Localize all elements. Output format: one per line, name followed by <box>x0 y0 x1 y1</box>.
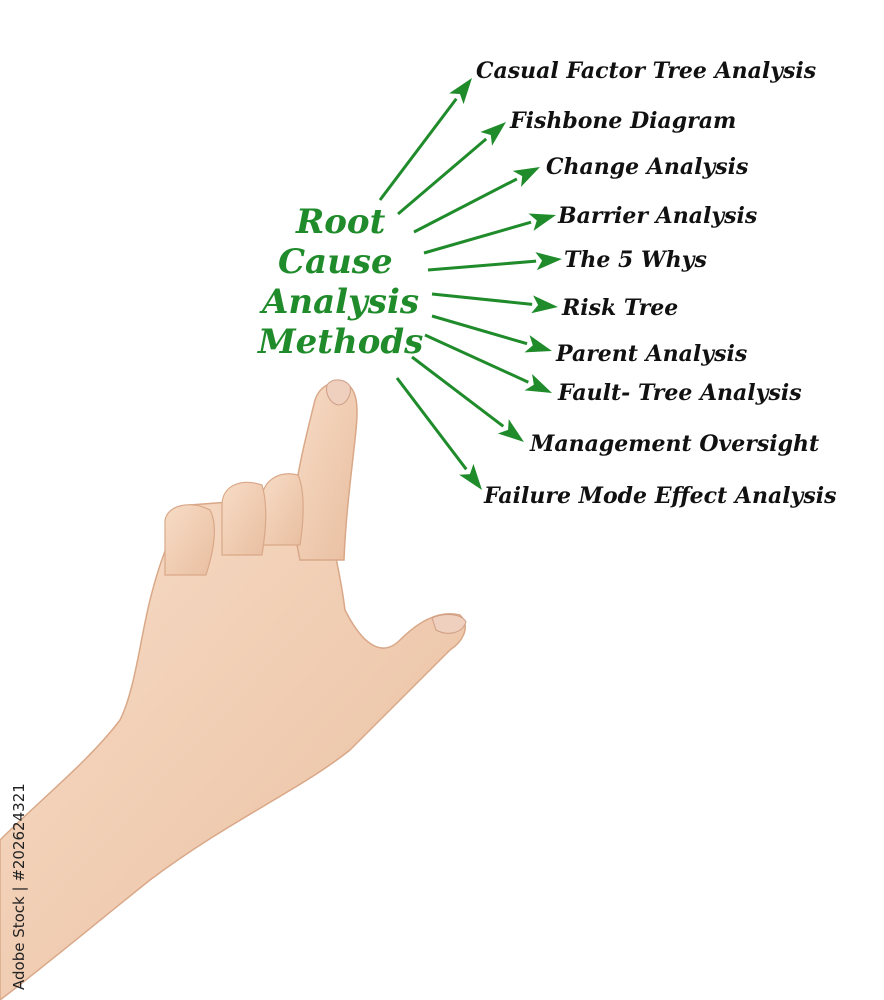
method-label-barrier-analysis: Barrier Analysis <box>558 203 758 229</box>
arrow-management-oversight <box>411 355 524 442</box>
arrow-failure-mode-effect-analysis <box>395 377 482 490</box>
method-label-risk-tree: Risk Tree <box>562 295 679 321</box>
arrow-barrier-analysis <box>423 213 556 255</box>
arrow-five-whys <box>427 252 562 272</box>
hand-palm-shape <box>0 494 466 1000</box>
method-label-failure-mode-effect-analysis: Failure Mode Effect Analysis <box>484 483 837 509</box>
method-label-casual-factor-tree: Casual Factor Tree Analysis <box>476 58 817 84</box>
method-label-fishbone-diagram: Fishbone Diagram <box>510 108 737 134</box>
arrow-change-analysis <box>413 167 540 234</box>
method-label-fault-tree-analysis: Fault- Tree Analysis <box>558 380 802 406</box>
diagram-title-line-2: Cause <box>278 242 393 282</box>
method-label-management-oversight: Management Oversight <box>530 431 820 457</box>
method-label-five-whys: The 5 Whys <box>564 247 707 273</box>
arrow-parent-analysis <box>431 314 552 353</box>
fingernail-shape <box>326 379 351 406</box>
arrow-casual-factor-tree <box>378 78 472 201</box>
method-label-change-analysis: Change Analysis <box>546 154 749 180</box>
diagram-title-line-1: Root <box>296 202 386 242</box>
arrow-fishbone-diagram <box>397 122 506 216</box>
arrow-risk-tree <box>431 292 558 314</box>
arrow-fault-tree-analysis <box>424 333 552 393</box>
stock-watermark-id: Adobe Stock | #202624321 <box>10 783 28 990</box>
diagram-title-line-3: Analysis <box>262 282 420 322</box>
method-label-parent-analysis: Parent Analysis <box>556 341 748 367</box>
diagram-title-line-4: Methods <box>258 322 424 362</box>
